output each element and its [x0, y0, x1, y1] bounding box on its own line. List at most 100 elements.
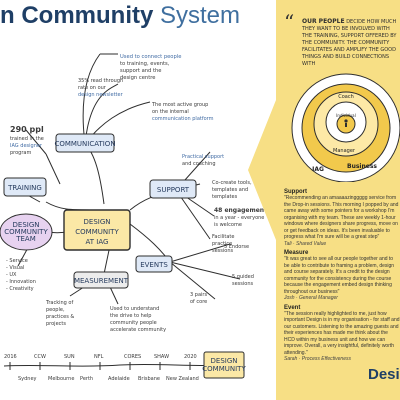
- testimonial-attribution: Tali · Shared Value: [284, 240, 327, 247]
- team-line3: Team: [15, 235, 36, 243]
- center-line3: at IAG: [86, 238, 109, 246]
- note-events-3: sessions: [232, 281, 254, 287]
- team-trait-2: - Visual: [6, 265, 24, 271]
- testimonial-body: "Recommending an amaaaazinggggg service …: [284, 195, 399, 240]
- note-facilitate-group: Facilitate practice sessions: [212, 234, 234, 254]
- timeline: 2016 CCW SUN NFL CORES SHAW 2020 Sydney …: [3, 351, 246, 382]
- testimonial-title: Measure: [284, 250, 309, 256]
- timeline-bottom-2: Melbourne: [48, 376, 74, 382]
- note-cocreate-2: templates and: [212, 187, 248, 193]
- note-active-2: on the internal: [152, 109, 189, 115]
- testimonial-attribution: Josh · General Manager: [284, 295, 338, 301]
- timeline-top-7: 2020: [184, 354, 197, 360]
- note-understand-2: the drive to help: [110, 313, 151, 319]
- community-mind-map: Used to connect people to training, even…: [0, 53, 271, 382]
- note-events-2: 5 guided: [232, 274, 254, 280]
- timeline-bottom-3: Perth: [80, 376, 93, 382]
- timeline-bottom-1: Sydney: [18, 376, 37, 382]
- timeline-top-5: CORES: [124, 354, 141, 360]
- center-line1: Design: [84, 218, 111, 226]
- concentric-circles-diagram: Coach Individual Manager Business IAG: [291, 73, 400, 182]
- note-read-1: 35% read through: [78, 78, 123, 84]
- note-read-3: design newsletter: [78, 92, 124, 98]
- testimonial-title: Support: [284, 189, 307, 195]
- support-node: Support: [149, 179, 197, 199]
- training-label: Training: [7, 184, 42, 192]
- note-connect-3: support and the: [120, 68, 162, 74]
- note-pairs-1: 3 pairs: [190, 292, 207, 298]
- testimonial-support: Support "Recommending an amaaaazinggggg …: [284, 189, 400, 247]
- note-practical-group: Practical support and coaching: [182, 154, 224, 167]
- note-tracking-2: people,: [46, 307, 65, 313]
- circle-business-label: Business: [347, 163, 377, 170]
- note-tracking-group: Tracking of people, practices & projects: [45, 300, 74, 327]
- center-node: Design Community at IAG: [63, 209, 131, 251]
- note-active-3: communication platform: [152, 116, 214, 122]
- note-engagements-group: 48 engagements in a year - everyone is w…: [214, 207, 271, 228]
- testimonial-title: Event: [284, 304, 301, 311]
- mind-map-panel: n Community System: [0, 2, 271, 382]
- note-tracking-4: projects: [46, 321, 66, 327]
- note-active-1: The most active group: [151, 102, 208, 108]
- note-trained-2: trained in the: [10, 136, 44, 142]
- note-most-active-group: The most active group on the internal co…: [151, 102, 214, 122]
- note-tracking-3: practices &: [46, 314, 74, 320]
- note-understand-3: community people: [110, 320, 157, 326]
- title-light-part: System: [160, 2, 241, 29]
- brand-wordmark: Desi: [368, 366, 400, 383]
- note-practical-1: Practical support: [182, 154, 224, 160]
- note-trained-1: 290 ppl: [10, 125, 44, 134]
- timeline-top-4: NFL: [94, 354, 104, 360]
- measurement-node: Measurement: [73, 271, 129, 289]
- timeline-bottom-5: Brisbane: [138, 376, 160, 382]
- note-tracking-1: Tracking of: [45, 300, 73, 306]
- team-trait-1: - Service: [6, 258, 28, 264]
- note-pairs-group: 3 pairs of core: [190, 292, 207, 305]
- events-node: Events: [135, 255, 173, 273]
- note-pairs-2: of core: [190, 299, 207, 305]
- team-traits-group: - Service - Visual - UX - Innovation - C…: [6, 258, 36, 292]
- quote-block: “ Our people decide how much they want t…: [284, 12, 400, 82]
- note-connect-1: Used to connect people: [120, 54, 181, 60]
- note-facilitate-2: practice: [212, 241, 232, 247]
- note-events-1: 5 Endorse: [224, 244, 249, 250]
- title-bold-part: n Community: [0, 2, 154, 29]
- note-cocreate-3: templates: [212, 194, 238, 200]
- circle-iag-label: IAG: [312, 166, 324, 173]
- end-box-line2: Community: [202, 365, 246, 373]
- note-trained-3: IAG designer: [10, 143, 43, 149]
- note-connect-group: Used to connect people to training, even…: [120, 54, 181, 81]
- team-trait-5: - Creativity: [6, 286, 34, 292]
- team-trait-4: - Innovation: [6, 279, 36, 285]
- core-figure-icon: [344, 119, 348, 127]
- note-facilitate-3: sessions: [212, 248, 234, 254]
- timeline-bottom-6: New Zealand: [166, 376, 199, 382]
- team-trait-3: - UX: [6, 272, 17, 278]
- note-engage-3: is welcome: [214, 222, 242, 228]
- note-trained-group: 290 ppl trained in the IAG designer prog…: [10, 125, 44, 156]
- note-trained-4: program: [10, 150, 31, 156]
- quote-body: decide how much they want to be involved…: [302, 19, 397, 67]
- testimonial-event: Event "The session really highlighted to…: [284, 305, 400, 363]
- timeline-bottom-4: Adelaide: [108, 376, 130, 382]
- page-title: n Community System: [0, 2, 240, 30]
- quote-text: Our people decide how much they want to …: [302, 18, 400, 68]
- timeline-top-6: SHAW: [154, 354, 169, 360]
- note-understand-1: Used to understand: [110, 306, 159, 312]
- team-line2: Community: [4, 228, 48, 236]
- note-practical-2: and coaching: [182, 161, 216, 167]
- training-node: Training: [3, 177, 47, 197]
- note-connect-2: to training, events,: [120, 61, 170, 67]
- note-read-through-group: 35% read through rate on our design news…: [78, 78, 124, 98]
- support-label: Support: [157, 186, 190, 194]
- communication-node: Communication: [54, 133, 116, 153]
- quote-lead: Our people: [302, 18, 345, 25]
- quote-panel: [276, 0, 400, 400]
- circle-coach-label: Coach: [338, 94, 354, 100]
- note-facilitate-1: Facilitate: [212, 234, 234, 240]
- center-line2: Community: [75, 228, 119, 236]
- timeline-top-3: SUN: [64, 354, 75, 360]
- communication-label: Communication: [54, 140, 115, 148]
